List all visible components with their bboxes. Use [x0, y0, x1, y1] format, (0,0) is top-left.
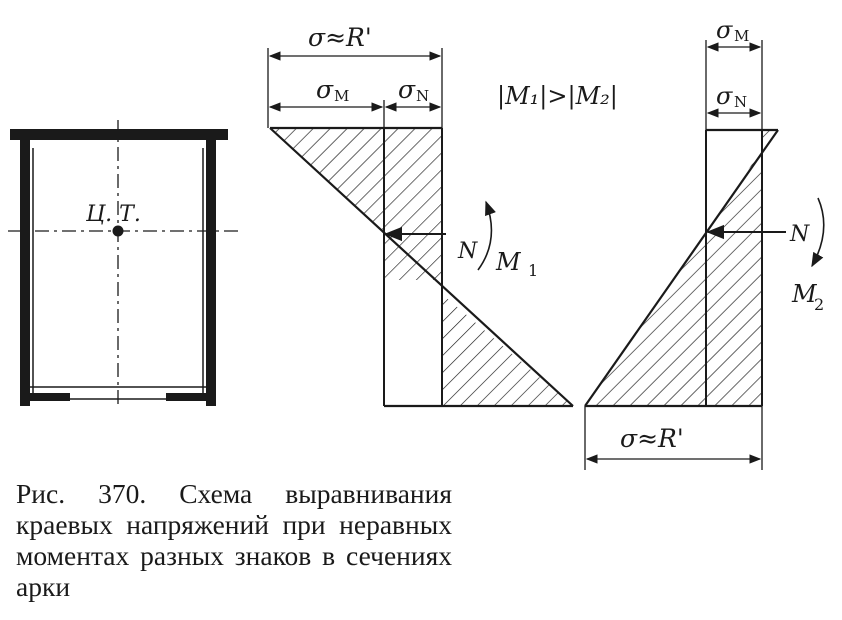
- sigma-total-label: σ≈R': [308, 23, 372, 52]
- hatch-right-upper: [706, 130, 775, 406]
- right-force-n-label: N: [789, 222, 810, 247]
- centroid-dot: [112, 225, 124, 237]
- stress-diagonal: [269, 127, 574, 407]
- moment-m2-label: M: [791, 280, 818, 308]
- centroid-label: Ц. Т.: [85, 202, 141, 227]
- sigma-m-label: σ: [316, 75, 334, 104]
- left-web: [20, 140, 30, 406]
- right-sigma-m-label: σ: [716, 16, 733, 44]
- hatch-lower: [442, 294, 573, 406]
- moment-m1-arrow: [477, 200, 496, 271]
- moment-m1-subscript: 1: [528, 261, 538, 280]
- bottom-left-plate: [30, 393, 70, 401]
- arch-cross-section: Ц. Т.: [8, 120, 238, 408]
- moment-relation-label: |M₁|>|M₂|: [497, 82, 618, 111]
- force-n-label: N: [457, 239, 478, 264]
- right-sigma-n-subscript: N: [734, 93, 747, 111]
- right-sigma-total-label: σ≈R': [620, 424, 684, 453]
- right-sigma-n-label: σ: [716, 82, 733, 110]
- sigma-n-label: σ: [398, 75, 416, 104]
- sigma-m-subscript: M: [334, 87, 349, 105]
- sigma-n-subscript: N: [416, 87, 429, 105]
- figure-caption: Рис. 370. Схема выравнивания краевых нап…: [16, 478, 452, 602]
- stress-diagram-right: σ M σ N N M 2 σ≈R': [584, 16, 825, 470]
- moment-m2-subscript: 2: [814, 295, 824, 314]
- right-sigma-m-subscript: M: [734, 27, 749, 45]
- hatch-upper-right: [384, 128, 442, 280]
- moment-m2-arrow: [811, 197, 825, 268]
- moment-m1-label: M: [495, 248, 522, 276]
- right-web: [206, 140, 216, 406]
- right-stress-diagonal: [584, 129, 779, 407]
- stress-diagram-left: σ≈R' σ M σ N |M₁|>|M₂| N M 1: [267, 23, 618, 408]
- bottom-right-plate: [166, 393, 206, 401]
- top-flange: [10, 129, 228, 140]
